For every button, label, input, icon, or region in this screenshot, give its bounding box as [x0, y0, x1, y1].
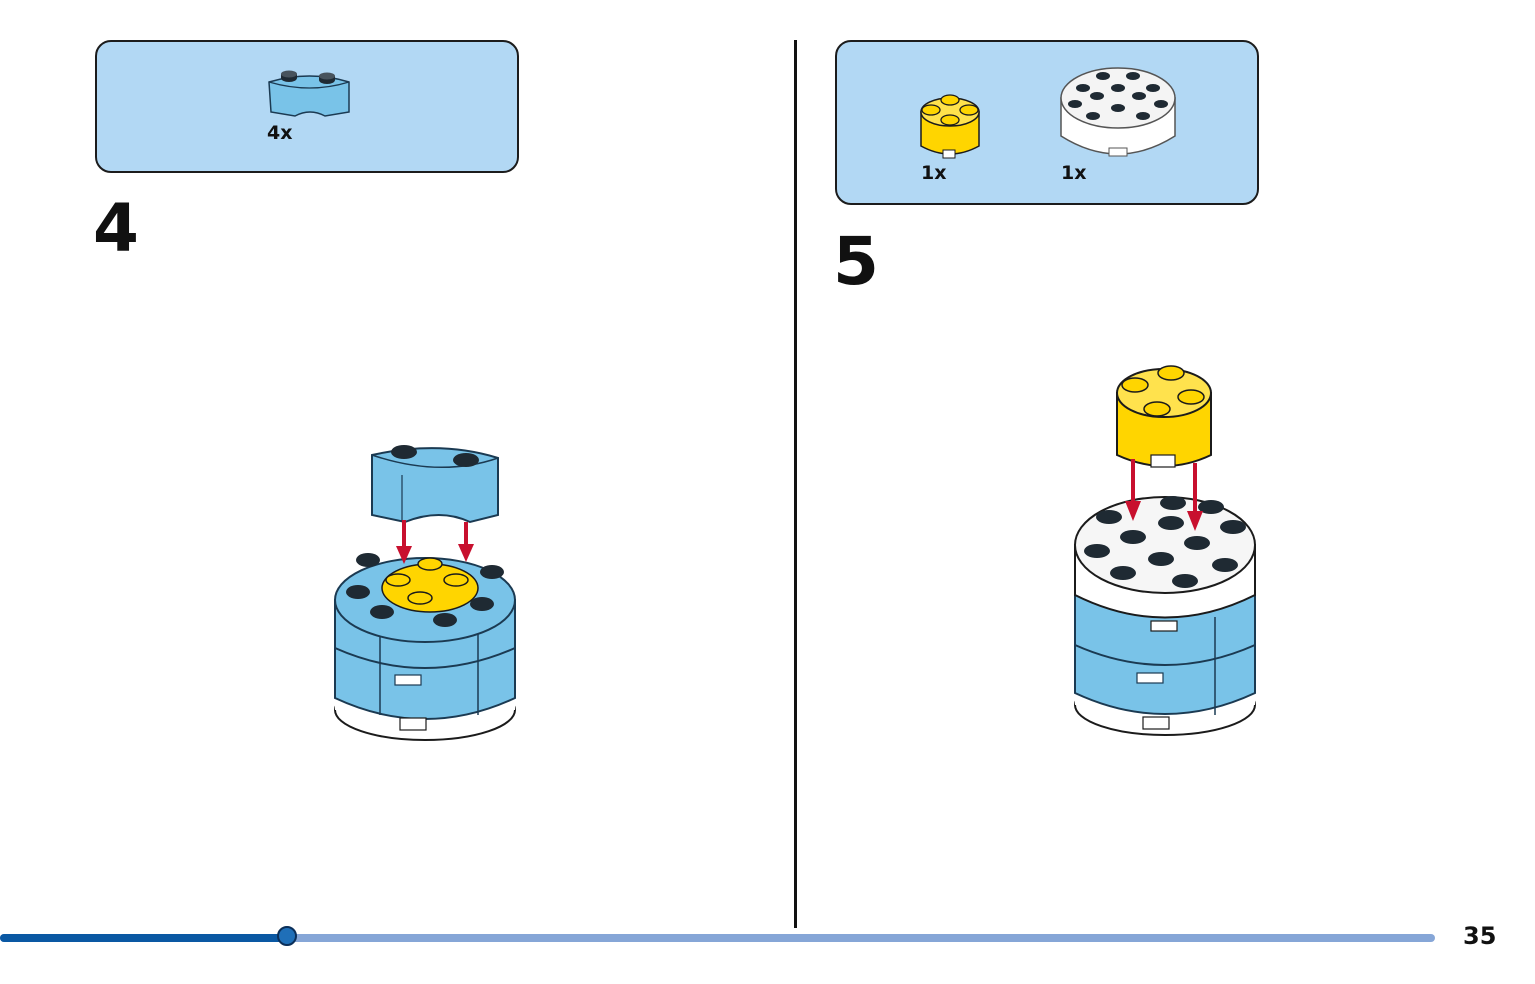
page-number: 35 — [1463, 922, 1497, 950]
step-number: 5 — [833, 223, 879, 300]
round-corner-brick-azure-icon — [268, 70, 350, 117]
progress-marker — [277, 926, 297, 946]
part-quantity: 1x — [1061, 162, 1087, 184]
progress-fill — [0, 934, 287, 942]
round-brick-2x2-yellow-icon — [920, 94, 980, 159]
part-quantity: 4x — [267, 122, 293, 144]
page-divider — [794, 40, 797, 928]
step-5-assembly-illustration — [1074, 365, 1256, 736]
parts-callout-step-5: 1x 1x — [835, 40, 1259, 205]
part-quantity: 1x — [921, 162, 947, 184]
progress-bar — [0, 926, 1435, 946]
parts-callout-step-4: 4x — [95, 40, 519, 173]
step-4-assembly-illustration — [334, 445, 516, 741]
round-brick-4x4-white-icon — [1060, 67, 1176, 157]
step-number: 4 — [93, 190, 139, 267]
